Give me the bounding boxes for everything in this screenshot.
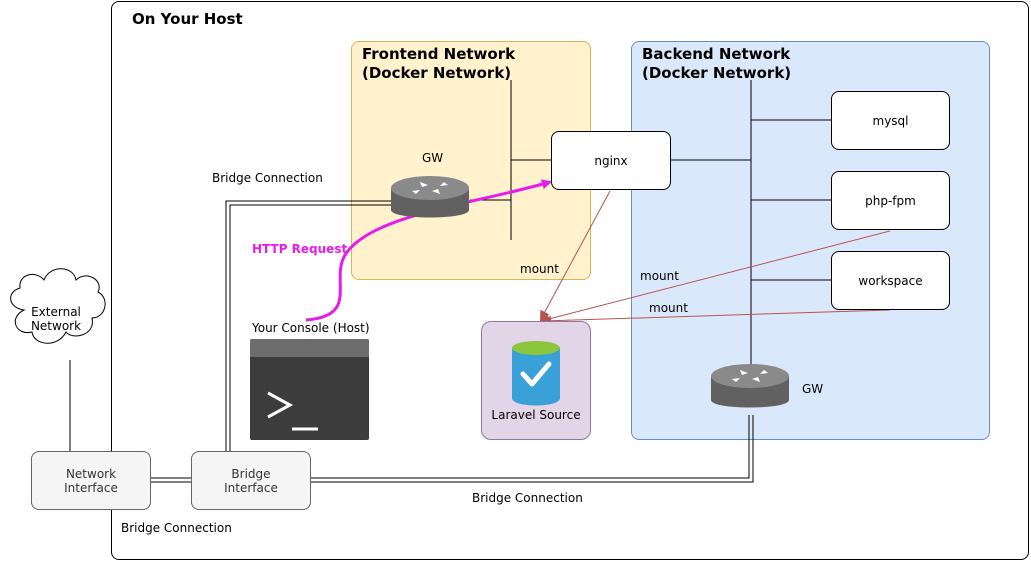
network-interface-box[interactable]: Network Interface xyxy=(31,451,151,510)
frontend-network-title: Frontend Network (Docker Network) xyxy=(362,45,516,82)
frontend-gw-label: GW xyxy=(422,151,444,165)
bridge-interface-box[interactable]: Bridge Interface xyxy=(191,451,311,510)
workspace-box[interactable]: workspace xyxy=(831,251,950,310)
backend-gw-router-icon xyxy=(711,364,789,408)
terminal-prompt-icon xyxy=(267,391,318,431)
nginx-box[interactable]: nginx xyxy=(551,131,671,190)
http-request-label: HTTP Request xyxy=(252,242,348,256)
console-title-bar xyxy=(250,339,369,357)
console-terminal[interactable] xyxy=(250,339,369,440)
frontend-gw-router-icon xyxy=(391,176,469,218)
laravel-source-label: Laravel Source xyxy=(491,408,581,422)
mount-label-nginx: mount xyxy=(520,262,559,276)
mysql-box[interactable]: mysql xyxy=(831,91,950,150)
backend-network-title: Backend Network (Docker Network) xyxy=(642,45,792,82)
mount-label-workspace: mount xyxy=(649,301,688,315)
bridge-connections xyxy=(151,200,754,483)
external-network-cloud xyxy=(10,268,106,344)
bridge-connection-bottom-label: Bridge Connection xyxy=(472,491,583,505)
mount-label-php-fpm: mount xyxy=(640,269,679,283)
mount-arrow-workspace xyxy=(541,309,891,326)
external-network-label: External Network xyxy=(30,305,82,333)
http-request-arrow xyxy=(305,179,552,322)
bridge-connection-left-label: Bridge Connection xyxy=(121,521,232,535)
host-title: On Your Host xyxy=(132,10,243,28)
database-check-icon xyxy=(512,341,560,406)
php-fpm-box[interactable]: php-fpm xyxy=(831,171,950,230)
mount-arrow-php-fpm xyxy=(539,230,891,324)
console-label: Your Console (Host) xyxy=(252,321,370,335)
mount-arrow-nginx xyxy=(540,190,611,321)
backend-gw-label: GW xyxy=(802,382,824,396)
bridge-connection-top-label: Bridge Connection xyxy=(212,171,323,185)
